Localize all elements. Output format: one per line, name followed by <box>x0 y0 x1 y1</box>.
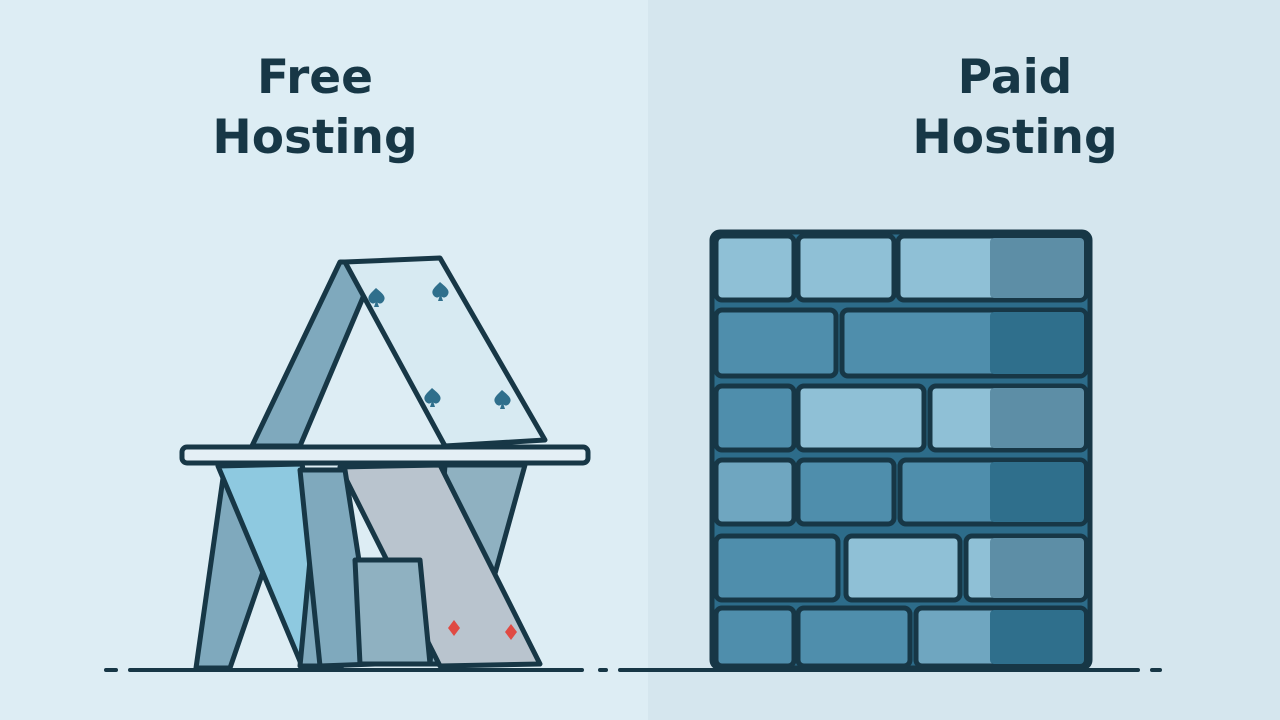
diamond-suit-icon <box>448 620 460 636</box>
paid-title-line2: Hosting <box>912 110 1118 165</box>
brick-shadow <box>990 238 1084 298</box>
brick-shadow <box>990 462 1084 522</box>
free-hosting-title: Free Hosting <box>135 48 495 168</box>
spade-suit-icon <box>424 388 441 407</box>
brick <box>713 307 839 379</box>
brick <box>713 383 797 453</box>
card-platform <box>179 444 591 466</box>
brick-shadow <box>990 312 1084 374</box>
brick <box>795 605 913 669</box>
paid-title-line1: Paid <box>957 50 1073 105</box>
spade-suit-icon <box>432 282 449 301</box>
spade-suit-icon <box>494 390 511 409</box>
brick <box>795 383 927 453</box>
brick <box>795 233 897 303</box>
free-title-line2: Hosting <box>212 110 418 165</box>
spade-suit-icon <box>368 288 385 307</box>
brick <box>843 533 963 603</box>
brick-shadow <box>990 538 1084 598</box>
brick <box>713 233 797 303</box>
brick <box>713 457 797 527</box>
brick-shadow <box>990 610 1084 664</box>
diamond-suit-icon <box>505 624 517 640</box>
brick <box>713 533 841 603</box>
card-bottom-right-back <box>352 557 433 667</box>
brick-wall-illustration <box>709 229 1093 671</box>
paid-hosting-title: Paid Hosting <box>835 48 1195 168</box>
brick-shadow <box>990 388 1084 448</box>
card-top-right-face <box>342 255 548 449</box>
house-of-cards-illustration <box>179 255 591 671</box>
brick <box>795 457 897 527</box>
brick <box>713 605 797 669</box>
free-title-line1: Free <box>256 50 374 105</box>
